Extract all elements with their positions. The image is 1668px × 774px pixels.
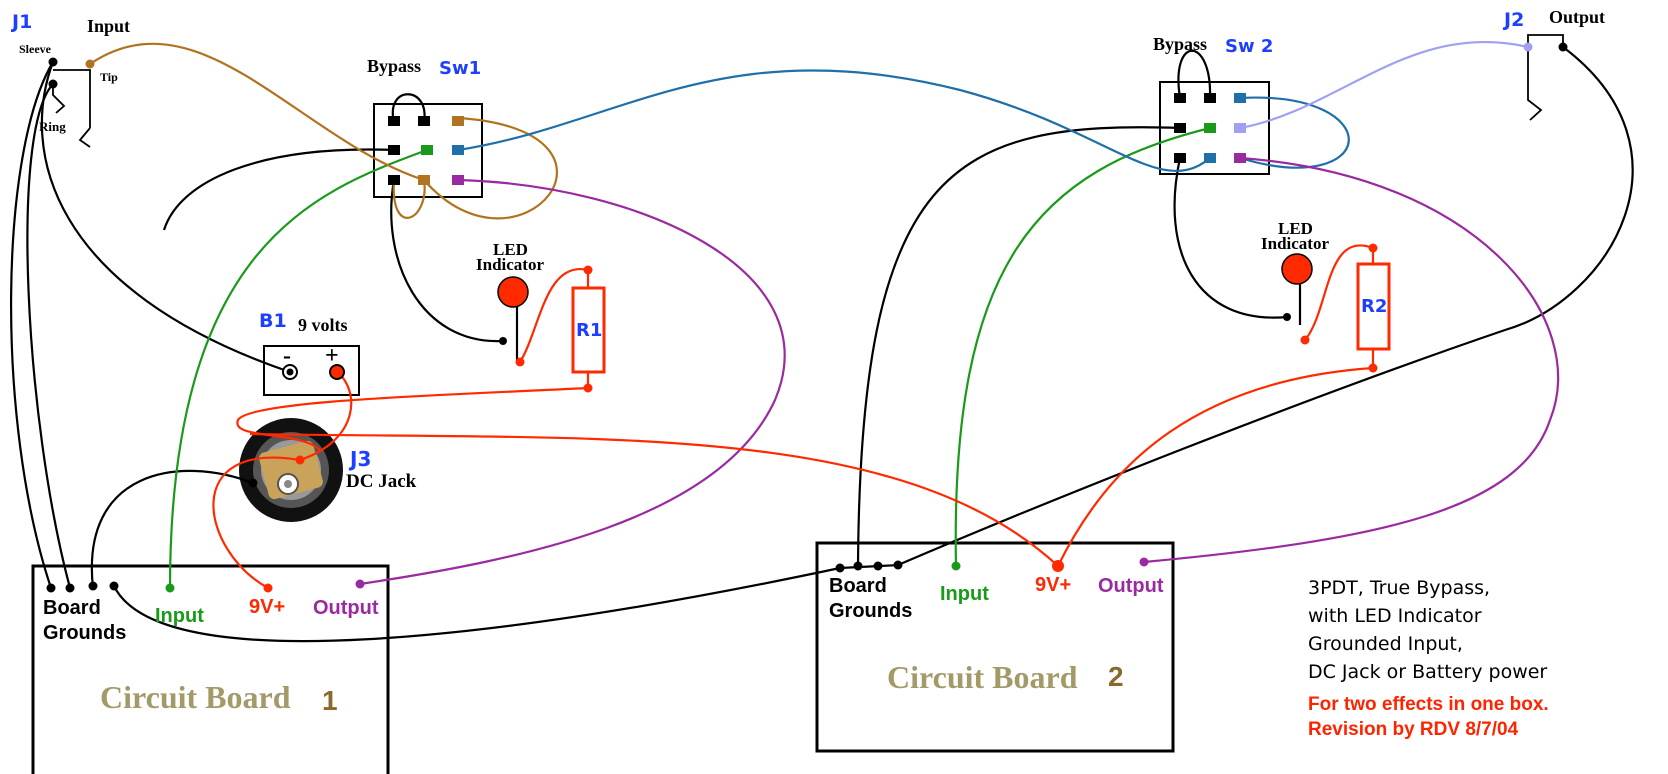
dc-jack-j3 — [239, 418, 343, 522]
wire-sw2-bypass-loop — [1177, 49, 1212, 99]
wire-sw2-blue-loop — [1239, 96, 1350, 169]
wire-ring-to-board1-ground — [26, 83, 72, 589]
circuit-board-2 — [815, 541, 1175, 753]
board2-9v-label: 9V+ — [1035, 574, 1071, 596]
bypass1-label: Bypass — [367, 56, 421, 76]
board2-number: 2 — [1108, 661, 1124, 692]
wire-sw1-bypass-loop — [391, 93, 426, 123]
sw1-label: Sw1 — [439, 58, 481, 79]
revision-note: For two effects in one box. Revision by … — [1308, 694, 1549, 740]
b1-9volts-label: 9 volts — [298, 315, 348, 335]
wire-sw2-to-board2-output — [1143, 156, 1560, 564]
note-line-4: DC Jack or Battery power — [1308, 661, 1548, 683]
battery-plus-sign: + — [325, 343, 339, 369]
wire-sw2-to-led2 — [1173, 157, 1288, 319]
board1-input-label: Input — [155, 605, 204, 627]
wire-sw1-to-led1 — [390, 179, 504, 343]
sleeve-label: Sleeve — [19, 42, 52, 56]
board2-grounds-line1: Board — [829, 575, 887, 597]
board1-9v-label: 9V+ — [249, 596, 285, 618]
wire-sw1-to-board1-output — [359, 178, 786, 586]
dc-jack-label: DC Jack — [346, 471, 417, 492]
sw2-terminals — [1174, 93, 1246, 163]
wire-board1-to-board2-ground — [113, 566, 841, 643]
wire-sleeve-to-battery-minus — [40, 61, 291, 374]
wire-led2-to-r2 — [1304, 244, 1375, 341]
wire-board2-ground-bus — [839, 563, 901, 570]
wire-r1-to-battery-loop — [236, 372, 590, 451]
led2-label-line2: Indicator — [1261, 234, 1329, 253]
wire-j1-tip-to-sw1 — [89, 42, 425, 182]
j2-output-label: Output — [1549, 7, 1605, 27]
bypass2-label: Bypass — [1153, 34, 1207, 54]
wire-sw2-common-to-board2-input — [954, 126, 1211, 567]
wire-led1-to-r1 — [519, 267, 590, 363]
wire-sw1-common-to-board1-input — [168, 148, 428, 589]
battery-b1-body — [263, 345, 360, 396]
j1-label: J1 — [10, 11, 32, 33]
wire-dcjack-to-board1-9v — [212, 456, 301, 589]
input-jack-j1 — [52, 69, 91, 148]
connection-dots — [46, 42, 1568, 593]
wire-sw1-to-board-ground — [162, 148, 395, 231]
battery-minus-sign: - — [283, 343, 291, 369]
note-line-1: 3PDT, True Bypass, — [1308, 577, 1491, 599]
led1-label-line2: Indicator — [476, 255, 544, 274]
wire-r2-to-board2-9v — [1057, 349, 1375, 567]
wire-sw1-brown-loop — [423, 116, 559, 220]
wire-sw1-to-sw2-blue — [457, 69, 1211, 173]
wire-sw1-brown-loop-lower — [392, 179, 426, 219]
r2-label: R2 — [1361, 296, 1387, 317]
resistor-r2 — [1356, 262, 1391, 351]
wire-sleeve-to-board1-ground — [10, 61, 54, 589]
board1-number: 1 — [322, 685, 338, 716]
sw1-terminals — [388, 116, 464, 185]
wire-sw2-to-j2-tip — [1239, 41, 1529, 130]
note-line-2: with LED Indicator — [1308, 605, 1482, 627]
led2-label-line1: LED — [1278, 219, 1313, 238]
note-line-3: Grounded Input, — [1308, 633, 1463, 655]
sw2-label: Sw 2 — [1225, 36, 1273, 57]
j2-label: J2 — [1502, 9, 1524, 31]
circuit-board-1 — [31, 564, 390, 774]
board1-grounds-line2: Grounds — [43, 622, 126, 644]
wire-j2-sleeve-to-board2-ground — [897, 46, 1634, 567]
board2-input-label: Input — [940, 583, 989, 605]
led1-label-line1: LED — [493, 240, 528, 259]
board1-grounds-line1: Board — [43, 597, 101, 619]
r1-label: R1 — [576, 320, 602, 341]
wire-battery-plus-to-dcjack — [299, 371, 353, 462]
j3-label: J3 — [348, 447, 371, 471]
notes-block: 3PDT, True Bypass, with LED Indicator Gr… — [1308, 574, 1608, 742]
board2-output-label: Output — [1098, 575, 1164, 597]
board2-title: Circuit Board — [887, 659, 1078, 695]
led-2 — [1281, 253, 1313, 285]
b1-label: B1 — [259, 310, 287, 332]
board1-output-label: Output — [313, 597, 379, 619]
led-1 — [497, 276, 529, 308]
board2-grounds-line2: Grounds — [829, 600, 912, 622]
wire-sw2-to-board2-ground — [856, 126, 1181, 569]
output-jack-j2 — [1527, 34, 1564, 121]
board1-title: Circuit Board — [100, 679, 291, 715]
tip-label: Tip — [100, 70, 118, 84]
wire-dcjack-to-board2-9v — [249, 432, 1059, 567]
j1-input-label: Input — [87, 16, 130, 36]
ring-label: Ring — [39, 119, 66, 134]
